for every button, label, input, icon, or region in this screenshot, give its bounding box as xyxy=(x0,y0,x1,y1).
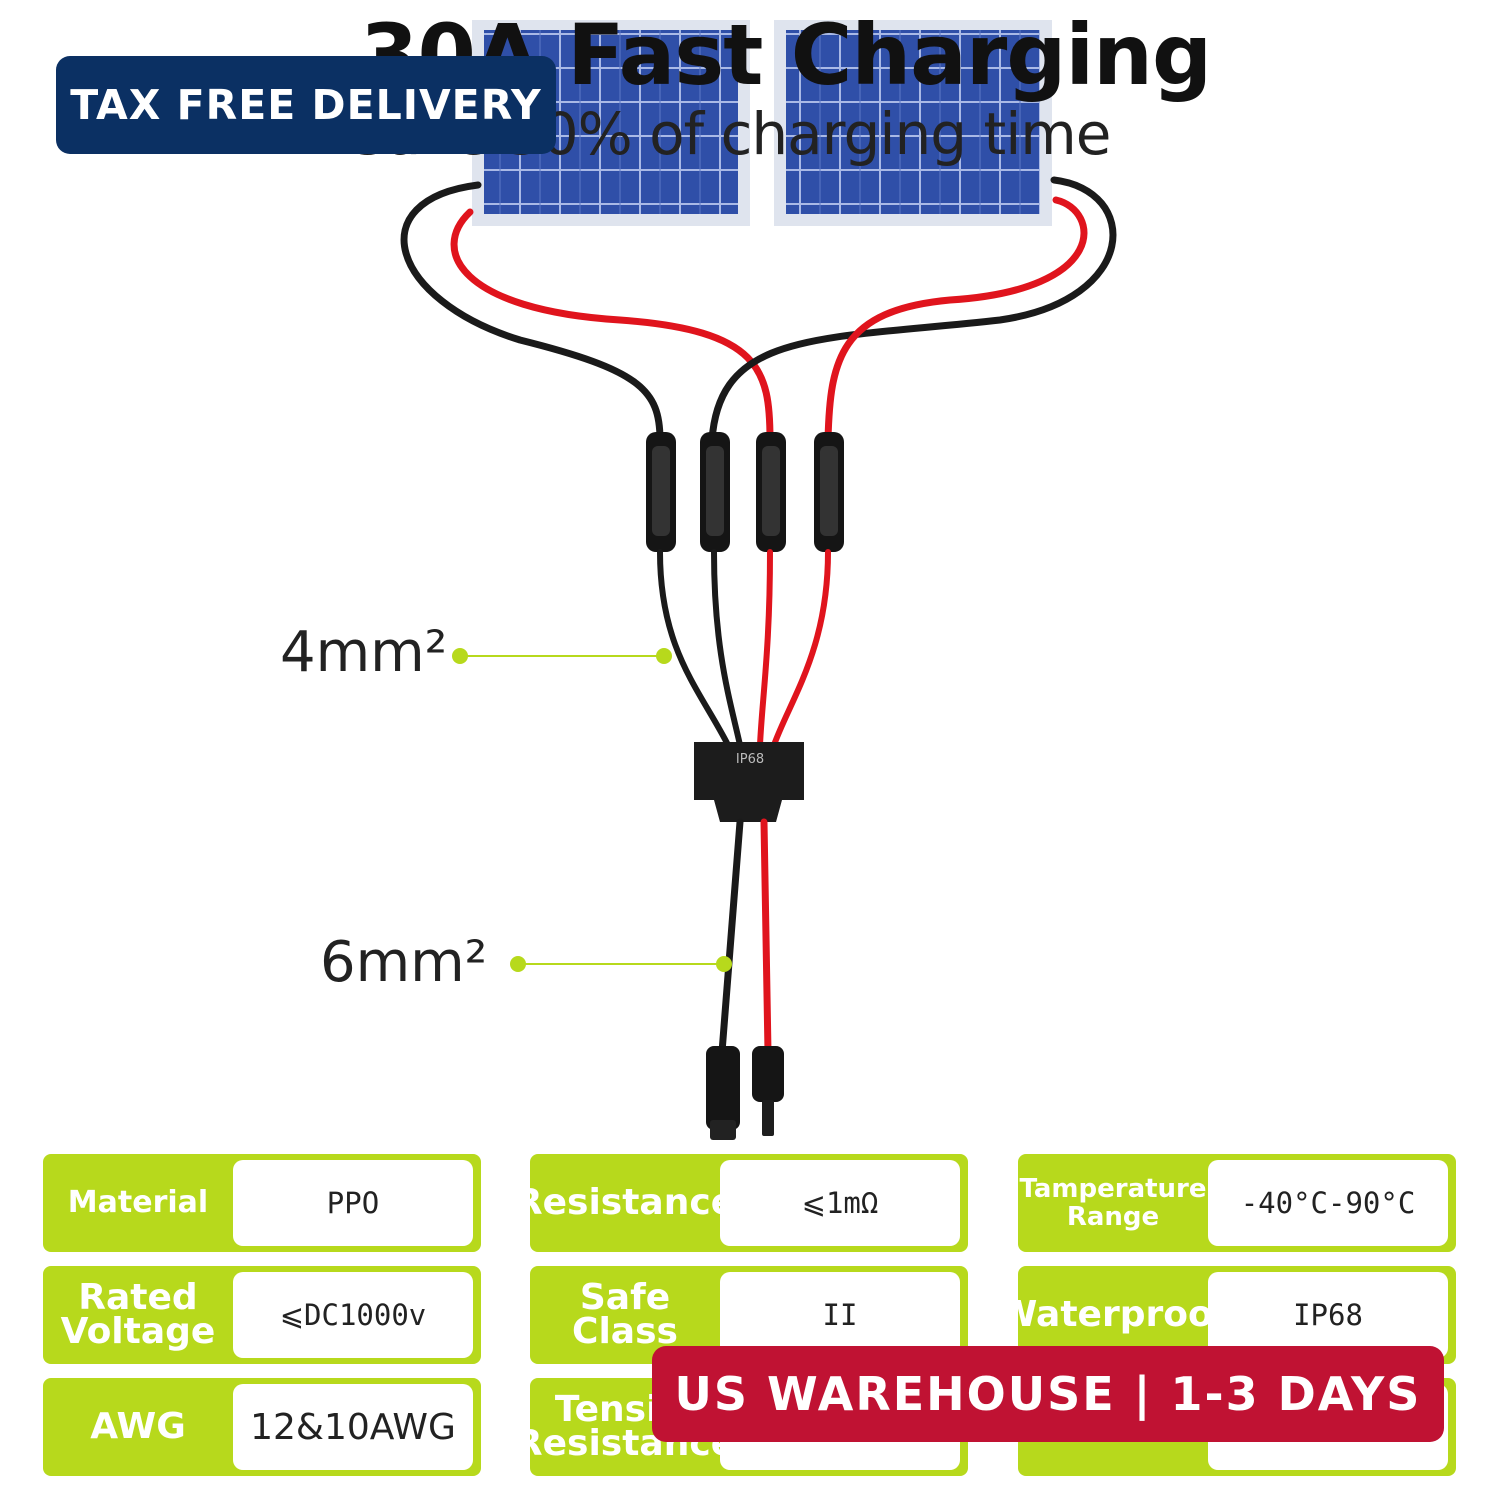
spec-value: II xyxy=(720,1272,960,1358)
spec-label: Rated Voltage xyxy=(60,1277,216,1352)
spec-value: 12&10AWG xyxy=(233,1384,473,1470)
spec-value: PPO xyxy=(233,1160,473,1246)
spec-resistance: Resistance ⩽1mΩ xyxy=(514,1154,968,1252)
spec-label: AWG xyxy=(90,1406,186,1447)
callout-dot-icon xyxy=(510,956,526,972)
y-branch-diagram: IP68 xyxy=(400,20,1117,1140)
callout-dot-icon xyxy=(452,648,468,664)
solar-panel-right-icon xyxy=(774,20,1052,226)
spec-label: Material xyxy=(67,1185,209,1220)
spec-material: Material PPO xyxy=(43,1154,481,1252)
hub-label: IP68 xyxy=(736,752,764,767)
spec-temperature-range: Tamperature Range -40°C-90°C xyxy=(1018,1154,1456,1252)
branch-gauge-label: 4mm² xyxy=(280,620,448,685)
y-branch-hub-icon: IP68 xyxy=(694,742,804,822)
trunk-mc4-connector-icon xyxy=(706,1046,784,1140)
branch-cables xyxy=(400,176,1117,444)
spec-awg: AWG 12&10AWG xyxy=(43,1378,481,1476)
spec-label: Waterproof xyxy=(997,1294,1229,1335)
spec-value: IP68 xyxy=(1208,1272,1448,1358)
spec-value: -40°C-90°C xyxy=(1208,1160,1448,1246)
spec-label: Tamperature Range xyxy=(1019,1174,1207,1232)
trunk-gauge-label: 6mm² xyxy=(320,930,488,995)
spec-label: Safe Class xyxy=(572,1277,678,1352)
spec-label: Resistance xyxy=(514,1182,736,1223)
mc4-connector-icon xyxy=(646,432,844,552)
spec-value: ⩽DC1000v xyxy=(233,1272,473,1358)
tax-free-delivery-badge: TAX FREE DELIVERY xyxy=(56,56,556,154)
wires-to-hub xyxy=(657,549,831,748)
trunk-cables xyxy=(718,818,772,1056)
callout-6mm xyxy=(510,956,732,972)
spec-value: ⩽1mΩ xyxy=(720,1160,960,1246)
callout-4mm xyxy=(452,648,672,664)
us-warehouse-badge: US WAREHOUSE | 1-3 DAYS xyxy=(652,1346,1444,1442)
spec-rated-voltage: Rated Voltage ⩽DC1000v xyxy=(43,1266,481,1364)
